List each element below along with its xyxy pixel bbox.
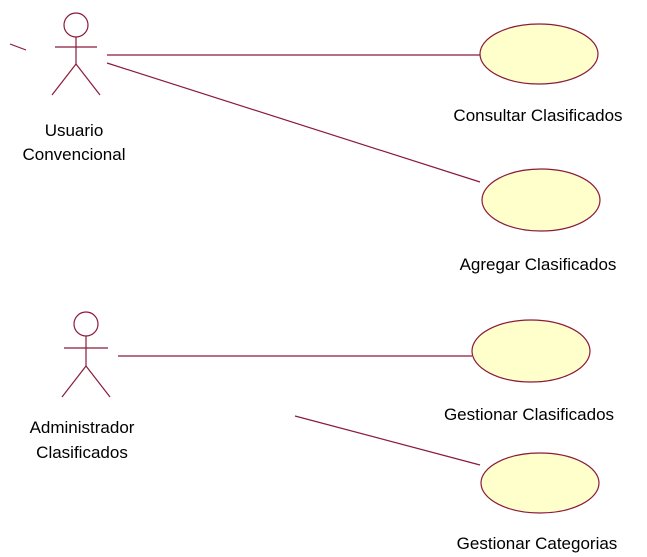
actor-label-line-1: Usuario [45,121,104,140]
use-case-consultar-clasificados[interactable]: Consultar Clasificados [453,23,623,125]
actor-usuario-convencional[interactable]: Usuario Convencional [22,12,126,164]
use-case-gestionar-clasificados[interactable]: Gestionar Clasificados [444,319,614,424]
use-case-agregar-clasificados[interactable]: Agregar Clasificados [460,168,617,274]
use-case-ellipse [481,168,601,232]
use-case-label: Gestionar Clasificados [444,405,614,424]
use-case-label: Gestionar Categorias [457,534,618,553]
use-case-label: Agregar Clasificados [460,255,617,274]
associations [9,43,481,466]
use-case-gestionar-categorias[interactable]: Gestionar Categorias [457,452,618,553]
use-case-label: Consultar Clasificados [453,106,622,125]
use-case-ellipse [471,319,591,383]
stray-line-fragment [9,43,27,51]
stick-figure-icon [51,12,101,96]
association-usuario-agregar [106,62,481,183]
actor-label-line-1: Administrador [30,418,135,437]
stick-figure-icon [61,311,111,398]
actor-label-line-2: Clasificados [36,443,128,462]
association-admin-gestionar-categorias [294,415,481,466]
use-case-ellipse [479,23,599,85]
actor-administrador-clasificados[interactable]: Administrador Clasificados [30,311,135,462]
actor-label-line-2: Convencional [22,145,125,164]
use-case-ellipse [480,452,600,514]
